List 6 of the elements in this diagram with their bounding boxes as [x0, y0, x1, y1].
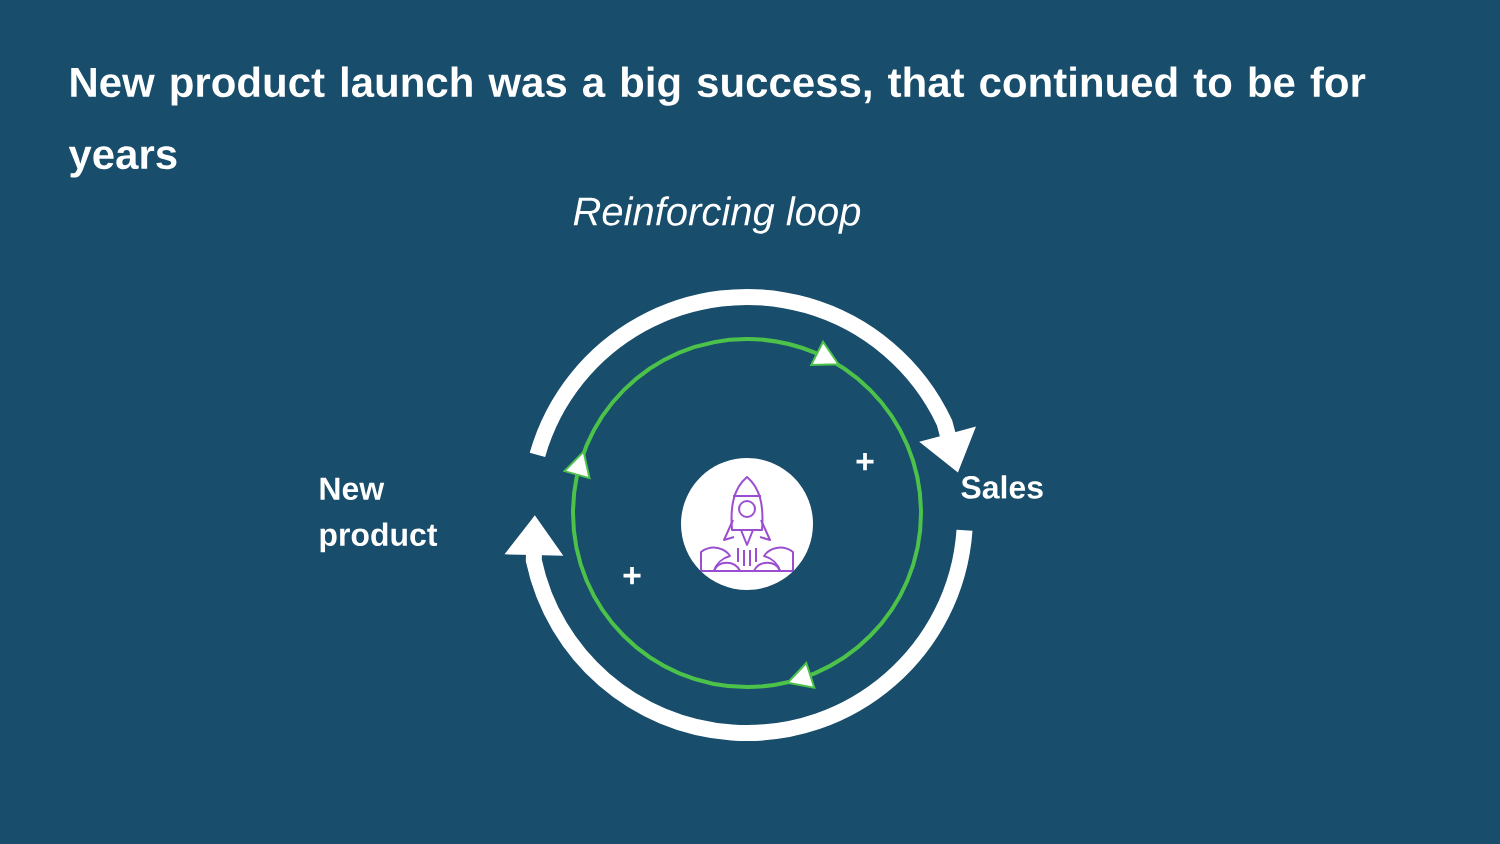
- plus-sign: +: [623, 567, 641, 585]
- subtitle: Reinforcing loop: [573, 196, 861, 234]
- title: New product launch was a big success, that continued to be for years: [68, 66, 1366, 178]
- node-label: New product: [320, 477, 438, 553]
- node-label: Sales: [961, 475, 1043, 499]
- plus-sign: +: [856, 453, 874, 471]
